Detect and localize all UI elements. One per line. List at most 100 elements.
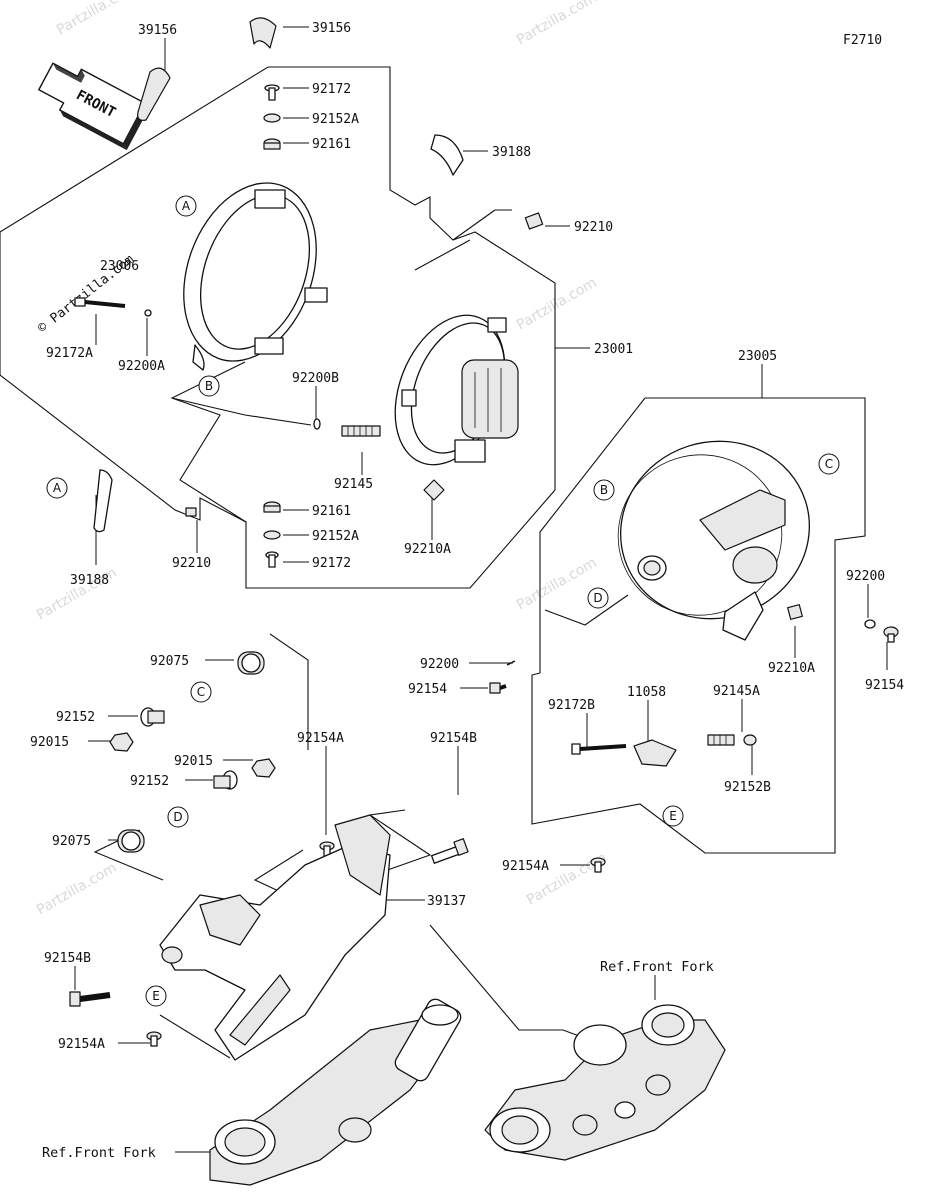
bolt-92154b-mid bbox=[430, 838, 469, 864]
washer-92152b bbox=[743, 734, 757, 746]
callout-39137: 39137 bbox=[427, 894, 466, 909]
callout-92210a: 92210A bbox=[404, 542, 451, 557]
washer-92200-mid bbox=[506, 660, 516, 666]
callout-92161: 92161 bbox=[312, 137, 351, 152]
nut-92210a-right bbox=[787, 604, 803, 620]
screw-92154a-mid bbox=[319, 841, 335, 857]
washer-92200-right bbox=[864, 619, 876, 629]
screw-92172a bbox=[74, 297, 126, 308]
circle-markers: A B A B C D C D E E bbox=[46, 195, 840, 1007]
headlight-housing-23005 bbox=[617, 440, 811, 641]
washer-92200b bbox=[313, 418, 321, 430]
callout-92210: 92210 bbox=[172, 556, 211, 571]
watermark: Partzilla.com bbox=[514, 275, 600, 334]
callout-92210a: 92210A bbox=[768, 661, 815, 676]
callout-92145: 92145 bbox=[334, 477, 373, 492]
callout-92154: 92154 bbox=[408, 682, 447, 697]
marker-b: B bbox=[600, 483, 608, 497]
callout-39156: 39156 bbox=[138, 23, 177, 38]
screw-92154-mid bbox=[489, 682, 507, 694]
nut-92015 bbox=[109, 732, 134, 752]
callout-92015: 92015 bbox=[30, 735, 69, 750]
callout-92154a: 92154A bbox=[58, 1037, 105, 1052]
ref-front-fork-left: Ref.Front Fork bbox=[42, 1145, 156, 1161]
watermark: Partzilla.com bbox=[34, 860, 120, 919]
callout-92200b: 92200B bbox=[292, 371, 339, 386]
headlight-unit-23001 bbox=[394, 314, 519, 466]
marker-a: A bbox=[182, 199, 191, 213]
marker-d: D bbox=[173, 810, 182, 824]
figure-code: F2710 bbox=[843, 33, 882, 48]
marker-d: D bbox=[593, 591, 602, 605]
spring-92145 bbox=[341, 425, 381, 437]
callout-92154a: 92154A bbox=[502, 859, 549, 874]
trim-strip-39156 bbox=[137, 67, 171, 121]
grommet-92161-bottom bbox=[263, 501, 281, 513]
washer-92200a bbox=[144, 309, 152, 317]
callout-92152b: 92152B bbox=[724, 780, 771, 795]
marker-b: B bbox=[205, 379, 213, 393]
watermark: Partzilla.com bbox=[514, 0, 600, 48]
headlight-bracket-39137 bbox=[159, 814, 391, 1061]
collar-92152-top bbox=[140, 707, 165, 727]
washer-92152a-bottom bbox=[263, 530, 281, 540]
marker-e: E bbox=[152, 989, 160, 1003]
callout-39156: 39156 bbox=[312, 21, 351, 36]
callout-39188: 39188 bbox=[70, 573, 109, 588]
marker-a: A bbox=[53, 481, 62, 495]
nut-92210 bbox=[524, 212, 544, 230]
callout-92200: 92200 bbox=[846, 569, 885, 584]
front-direction-badge: FRONT bbox=[37, 62, 149, 151]
callout-11058: 11058 bbox=[627, 685, 666, 700]
callout-92200: 92200 bbox=[420, 657, 459, 672]
callout-23006: 23006 bbox=[100, 259, 139, 274]
screw-92154-right bbox=[883, 626, 899, 643]
grommet-92075-mid bbox=[117, 829, 145, 853]
callout-92161: 92161 bbox=[312, 504, 351, 519]
callout-92200a: 92200A bbox=[118, 359, 165, 374]
screw-92172b bbox=[571, 743, 627, 755]
watermark: Partzilla.com bbox=[54, 0, 140, 38]
trim-39188 bbox=[430, 134, 464, 176]
callout-92075: 92075 bbox=[150, 654, 189, 669]
callout-92152: 92152 bbox=[130, 774, 169, 789]
washer-92152a bbox=[263, 113, 281, 123]
marker-c: C bbox=[825, 457, 833, 471]
callout-92172a: 92172A bbox=[46, 346, 93, 361]
fork-bracket-lower-left bbox=[209, 998, 462, 1186]
callout-23001: 23001 bbox=[594, 342, 633, 357]
collar-92152-mid bbox=[213, 770, 238, 790]
bracket-11058 bbox=[633, 739, 677, 767]
callout-92015: 92015 bbox=[174, 754, 213, 769]
callout-92152a: 92152A bbox=[312, 112, 359, 127]
marker-e: E bbox=[669, 809, 677, 823]
watermark: Partzilla.com bbox=[514, 555, 600, 614]
marker-c: C bbox=[197, 685, 205, 699]
callout-92154b: 92154B bbox=[430, 731, 477, 746]
grommet-92075-top bbox=[237, 651, 265, 675]
assembly-frames bbox=[0, 66, 866, 1059]
parts-artwork bbox=[69, 17, 899, 1186]
callout-92152a: 92152A bbox=[312, 529, 359, 544]
screw-92154a-right bbox=[590, 857, 606, 873]
callout-labels: 39156 39156 92172 92152A 92161 39188 922… bbox=[30, 21, 904, 1052]
callout-23005: 23005 bbox=[738, 349, 777, 364]
callout-92172: 92172 bbox=[312, 556, 351, 571]
callout-92152: 92152 bbox=[56, 710, 95, 725]
nut-92015-mid bbox=[251, 758, 276, 778]
fork-clamp-upper-right bbox=[484, 1004, 726, 1161]
callout-39188: 39188 bbox=[492, 145, 531, 160]
callout-92172b: 92172B bbox=[548, 698, 595, 713]
nut-92210-left bbox=[185, 507, 197, 517]
callout-92172: 92172 bbox=[312, 82, 351, 97]
callout-92145a: 92145A bbox=[713, 684, 760, 699]
screw-92172 bbox=[264, 84, 280, 101]
screw-92154a-left bbox=[146, 1031, 162, 1047]
screw-92172-bottom bbox=[265, 551, 279, 568]
trim-strip-39156-b bbox=[249, 17, 277, 49]
headlight-ring-23006 bbox=[183, 182, 328, 371]
nut-92210a bbox=[423, 479, 445, 501]
callout-92154b: 92154B bbox=[44, 951, 91, 966]
